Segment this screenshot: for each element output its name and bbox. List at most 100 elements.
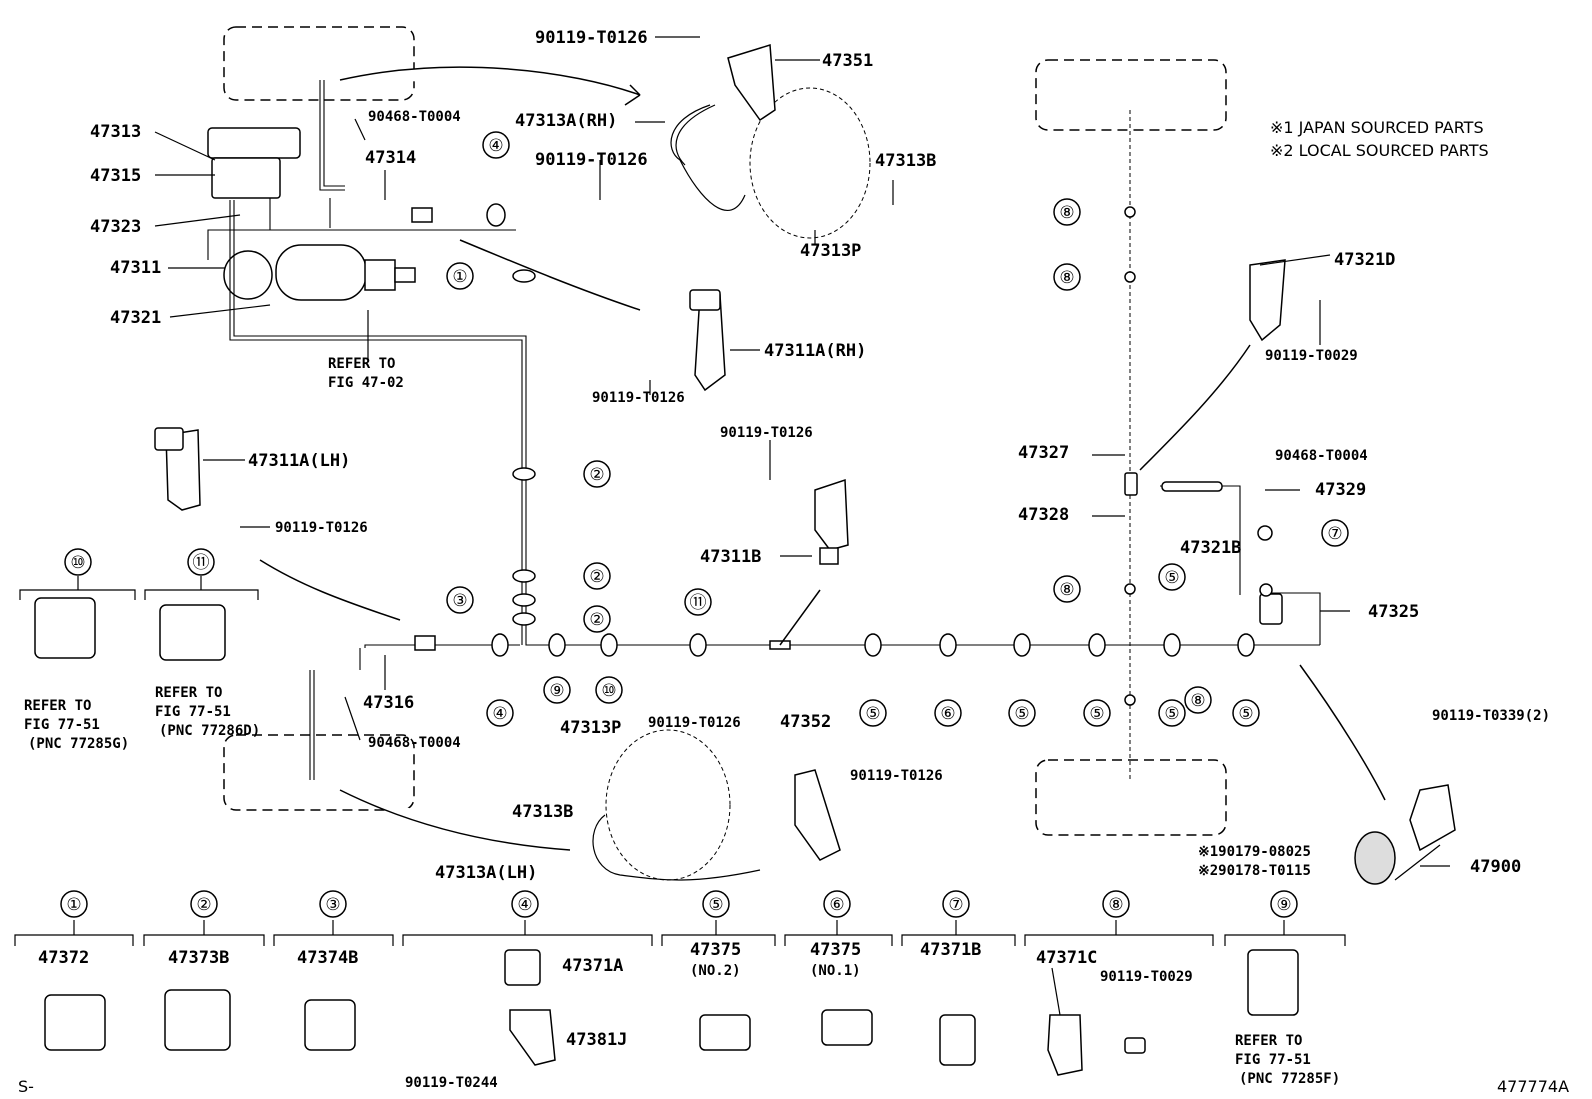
callout-19-ring xyxy=(543,676,571,704)
callout-0-ring xyxy=(446,262,474,290)
part-label-p47375_2n: (NO.2) xyxy=(690,963,741,979)
legend-callout-5: ⑥ xyxy=(829,895,844,915)
callout-15-ring xyxy=(1053,198,1081,226)
part-label-p90119_f: 90119-T0126 xyxy=(648,715,741,731)
part-label-p190179: ※190179-08025 xyxy=(1198,844,1311,860)
legend-callout-3-ring xyxy=(511,890,539,918)
reference-box-bottom-right xyxy=(1035,759,1227,836)
callout-4: ③ xyxy=(452,591,467,611)
part-label-p47327: 47327 xyxy=(1018,443,1069,463)
reference-box-bottom-left xyxy=(223,734,415,811)
callout-21-ring xyxy=(684,588,712,616)
legend-callout-6-ring xyxy=(942,890,970,918)
part-label-p90119_i: 90119-T0339(2) xyxy=(1432,708,1550,724)
part-label-p47329: 47329 xyxy=(1315,480,1366,500)
part-label-p47381J: 47381J xyxy=(566,1030,627,1050)
part-label-p47311ArH: 47311A(RH) xyxy=(764,341,866,361)
pipe-clamps xyxy=(411,203,1273,706)
callout-6-ring xyxy=(486,699,514,727)
callout-20: ⑩ xyxy=(601,681,616,701)
part-label-p47313B_top: 47313B xyxy=(875,151,936,171)
part-label-p47321B: 47321B xyxy=(1180,538,1241,558)
part-label-p47313P_top: 47313P xyxy=(800,241,861,261)
callout-18-ring xyxy=(1184,686,1212,714)
refer-note-r9-line-2: (PNC 77285F) xyxy=(1239,1071,1340,1087)
legend-callout-0: ① xyxy=(66,895,81,915)
refer-note-r10-line-0: REFER TO xyxy=(24,698,91,714)
part-label-p47313B_bot: 47313B xyxy=(512,802,573,822)
part-label-p90119_e: 90119-T0126 xyxy=(720,425,813,441)
callout-14-ring xyxy=(1321,519,1349,547)
legend-callout-8: ⑨ xyxy=(1276,895,1291,915)
part-label-p47313ALH: 47313A(LH) xyxy=(435,863,537,883)
legend-callout-3: ④ xyxy=(517,895,532,915)
legend-callout-9: ⑩ xyxy=(70,553,85,573)
legend-callout-7-ring xyxy=(1102,890,1130,918)
callout-3-ring xyxy=(583,605,611,633)
part-label-p90119_b: 90119-T0126 xyxy=(535,150,648,170)
legend-callout-4: ⑤ xyxy=(708,895,723,915)
part-label-p47374B: 47374B xyxy=(297,948,358,968)
callout-1: ② xyxy=(589,465,604,485)
callout-6: ④ xyxy=(492,704,507,724)
legend-callout-8-ring xyxy=(1270,890,1298,918)
callout-7: ⑤ xyxy=(865,704,880,724)
part-label-p47371A: 47371A xyxy=(562,956,623,976)
callout-0: ① xyxy=(452,267,467,287)
callout-7-ring xyxy=(859,699,887,727)
part-label-p47311: 47311 xyxy=(110,258,161,278)
part-label-p90119_h: 90119-T0029 xyxy=(1265,348,1358,364)
legend-note-japan: ※1 JAPAN SOURCED PARTS xyxy=(1270,118,1484,137)
part-label-p47373B: 47373B xyxy=(168,948,229,968)
callout-18: ⑧ xyxy=(1190,691,1205,711)
refer-note-r11-line-1: FIG 77-51 xyxy=(155,704,231,720)
callout-17-ring xyxy=(1053,575,1081,603)
leader-lines xyxy=(154,36,1450,1016)
brake-hoses-and-brackets xyxy=(154,44,1456,885)
master-cylinder xyxy=(207,127,416,301)
part-label-p47352: 47352 xyxy=(780,712,831,732)
legend-callout-10-ring xyxy=(187,548,215,576)
callout-8: ⑤ xyxy=(1014,704,1029,724)
legend-clip-illustrations xyxy=(34,597,1299,1076)
callout-3: ② xyxy=(589,610,604,630)
part-label-p47375_2: 47375 xyxy=(690,940,741,960)
legend-callout-4-ring xyxy=(702,890,730,918)
part-label-p47313ArH: 47313A(RH) xyxy=(515,111,617,131)
refer-note-r11-line-2: (PNC 77286D) xyxy=(159,723,260,739)
refer-note-r1-line-1: FIG 47-02 xyxy=(328,375,404,391)
callout-12-ring xyxy=(1158,699,1186,727)
part-label-p47311B: 47311B xyxy=(700,547,761,567)
legend-callout-10: ⑪ xyxy=(193,553,210,573)
direction-arrows xyxy=(259,66,1386,851)
part-label-p90119_d: 90119-T0126 xyxy=(275,520,368,536)
corner-mark: S- xyxy=(18,1077,34,1096)
part-label-p47900: 47900 xyxy=(1470,857,1521,877)
legend-callout-7: ⑧ xyxy=(1108,895,1123,915)
part-label-p47351: 47351 xyxy=(822,51,873,71)
callout-14: ⑦ xyxy=(1327,524,1342,544)
part-label-p90119_c: 90119-T0126 xyxy=(592,390,685,406)
legend-callout-0-ring xyxy=(60,890,88,918)
callout-17: ⑧ xyxy=(1059,580,1074,600)
callout-5: ④ xyxy=(488,136,503,156)
part-label-p90468_b: 90468-T0004 xyxy=(368,735,461,751)
part-label-p290178: ※290178-T0115 xyxy=(1198,863,1311,879)
legend-callout-6: ⑦ xyxy=(948,895,963,915)
illustration-id: 477774A xyxy=(1497,1077,1569,1096)
part-label-p47311ALH: 47311A(LH) xyxy=(248,451,350,471)
part-label-p47372: 47372 xyxy=(38,948,89,968)
part-label-p47313P_bot: 47313P xyxy=(560,718,621,738)
part-label-p90119_a: 90119-T0126 xyxy=(535,28,648,48)
legend-note-local: ※2 LOCAL SOURCED PARTS xyxy=(1270,141,1489,160)
callout-19: ⑨ xyxy=(549,681,564,701)
reference-box-top-left xyxy=(223,26,415,101)
callout-15: ⑧ xyxy=(1059,203,1074,223)
part-label-p47321: 47321 xyxy=(110,308,161,328)
part-label-p47316: 47316 xyxy=(363,693,414,713)
callout-8-ring xyxy=(1008,699,1036,727)
legend-callout-1-ring xyxy=(190,890,218,918)
refer-note-r10-line-1: FIG 77-51 xyxy=(24,717,100,733)
part-label-p47314: 47314 xyxy=(365,148,416,168)
